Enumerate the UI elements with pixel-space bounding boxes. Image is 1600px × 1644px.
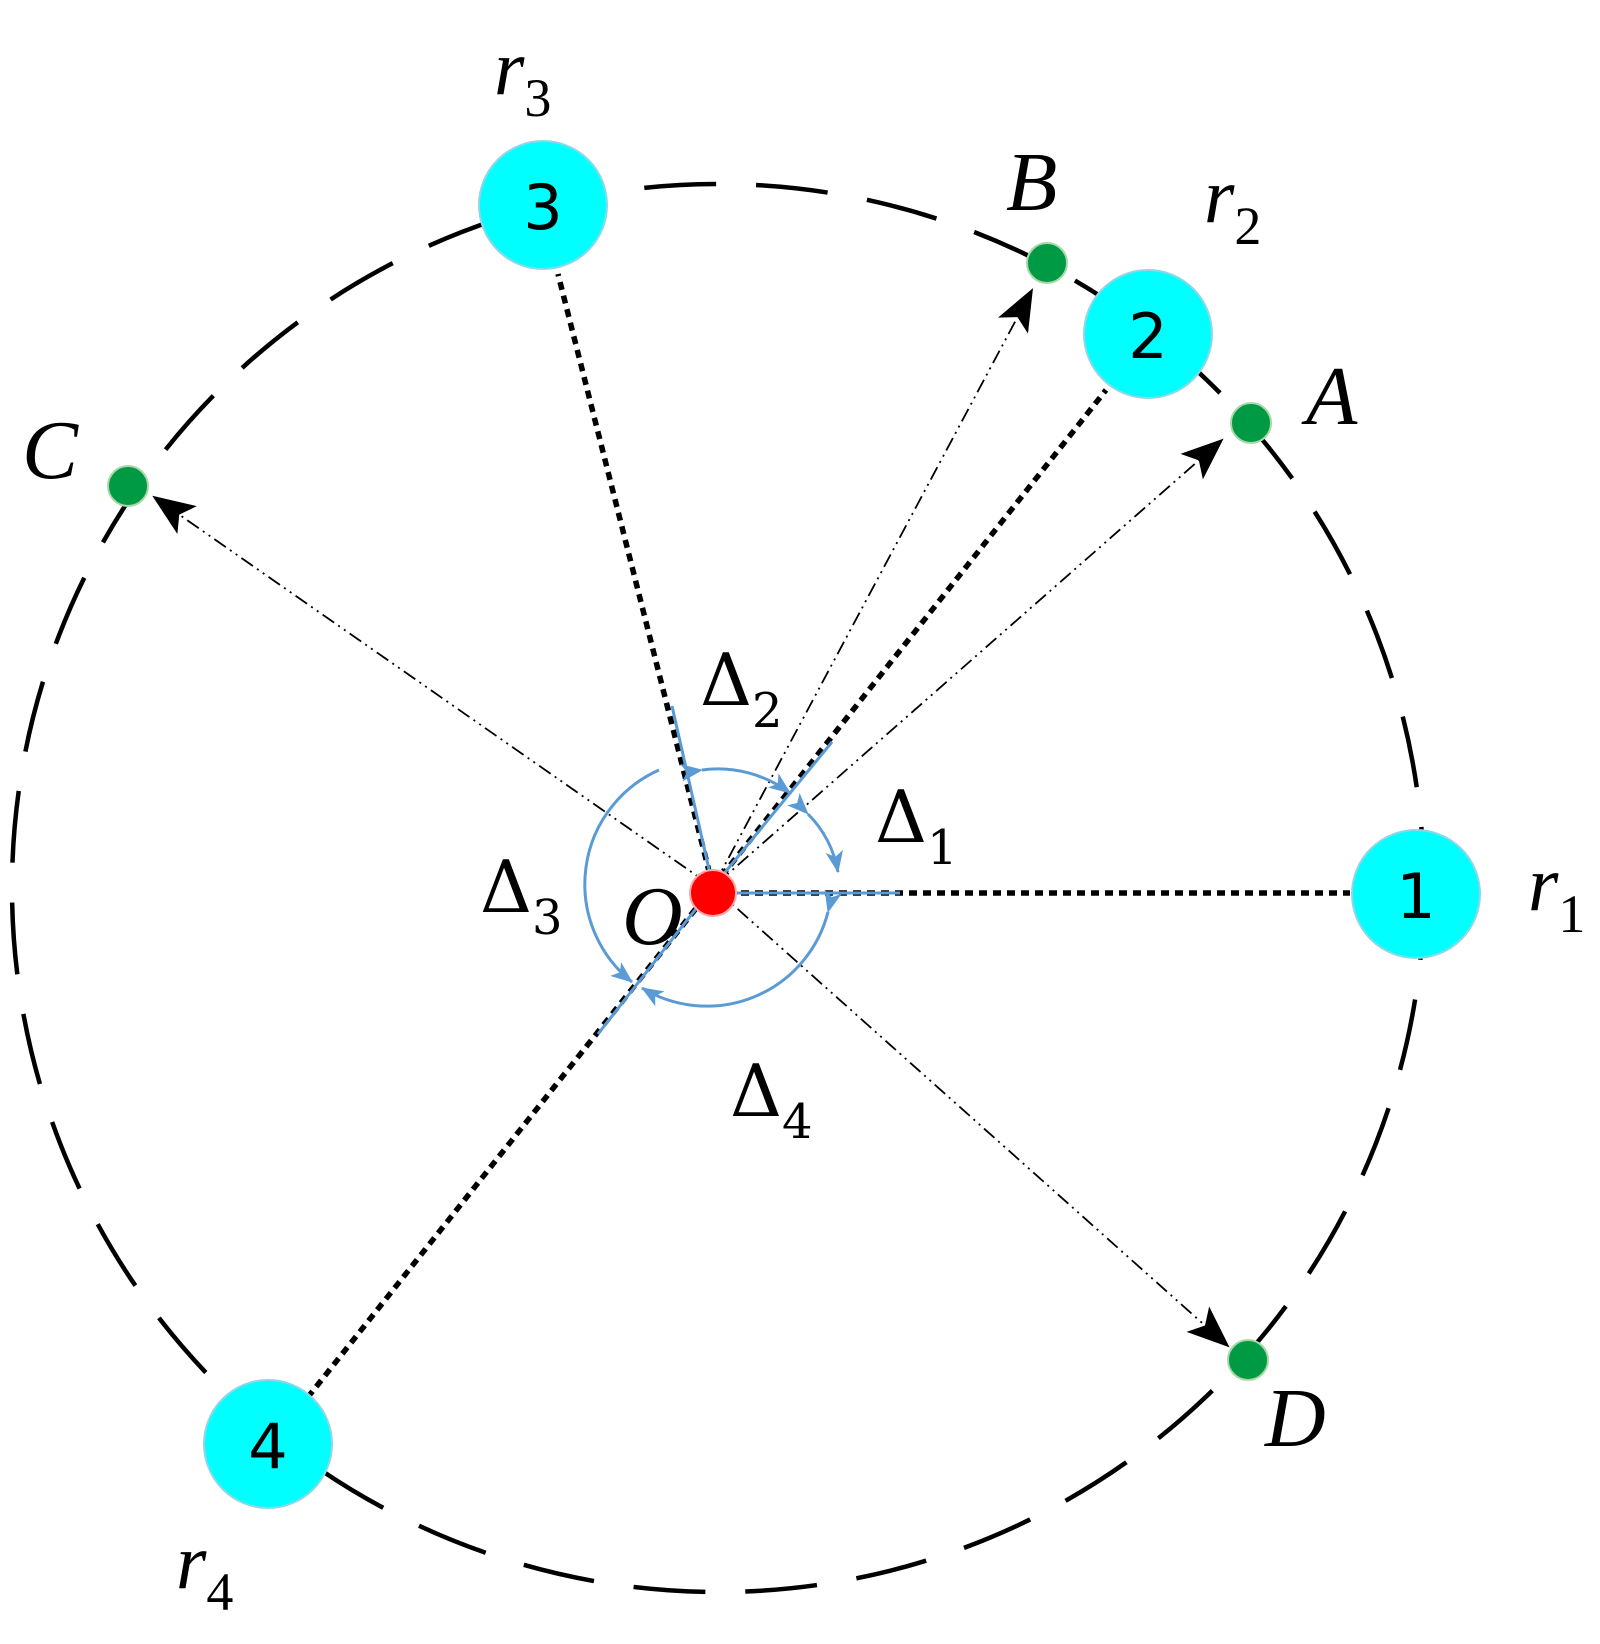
target-point-A [1230,402,1272,444]
radius-label-r2: r2 [1204,152,1261,256]
center-label: O [622,870,683,963]
angle-ray-3 [670,705,715,888]
angle-arc-delta-4 [641,889,842,1008]
spoke-to-3 [555,273,716,888]
robot-id: 1 [1396,860,1435,933]
target-point-B [1026,242,1068,284]
radius-label-r4: r4 [176,1518,233,1622]
vector-to-B [712,288,1034,888]
robot-id: 3 [523,171,562,244]
robot-nodes: 1 2 3 4 [203,140,1481,1509]
angle-label-delta-3: Δ3 [480,845,563,946]
radius-label-r1: r1 [1528,840,1585,944]
vector-to-C [152,495,714,888]
target-points [107,242,1272,1381]
vector-to-A [712,438,1224,888]
robot-id: 4 [248,1410,287,1483]
target-point-D [1227,1339,1269,1381]
angle-arc-delta-2 [680,764,791,795]
vector-to-D [712,886,1230,1348]
robot-node-2: 2 [1083,269,1213,399]
robot-node-3: 3 [478,140,608,270]
spoke-to-2 [710,388,1109,889]
angle-label-delta-4: Δ4 [730,1049,813,1150]
target-label-C: C [22,404,79,497]
angle-label-delta-2: Δ2 [700,638,783,739]
angle-markers [583,705,900,1035]
center-point [689,869,737,917]
robot-id: 2 [1128,300,1167,373]
target-label-B: B [1006,136,1057,229]
angle-arc-delta-3 [583,768,660,984]
robot-node-4: 4 [203,1379,333,1509]
angle-arc-delta-1 [787,792,843,874]
robot-node-1: 1 [1351,829,1481,959]
radius-label-r3: r3 [494,24,551,128]
angle-label-delta-1: Δ1 [875,775,958,876]
target-point-C [107,465,149,507]
robot-spokes [305,273,1350,1399]
target-label-A: A [1301,350,1358,443]
spoke-to-4 [305,885,716,1399]
target-vectors [152,288,1230,1348]
angle-ray-2 [711,741,834,888]
target-label-D: D [1264,1372,1326,1465]
